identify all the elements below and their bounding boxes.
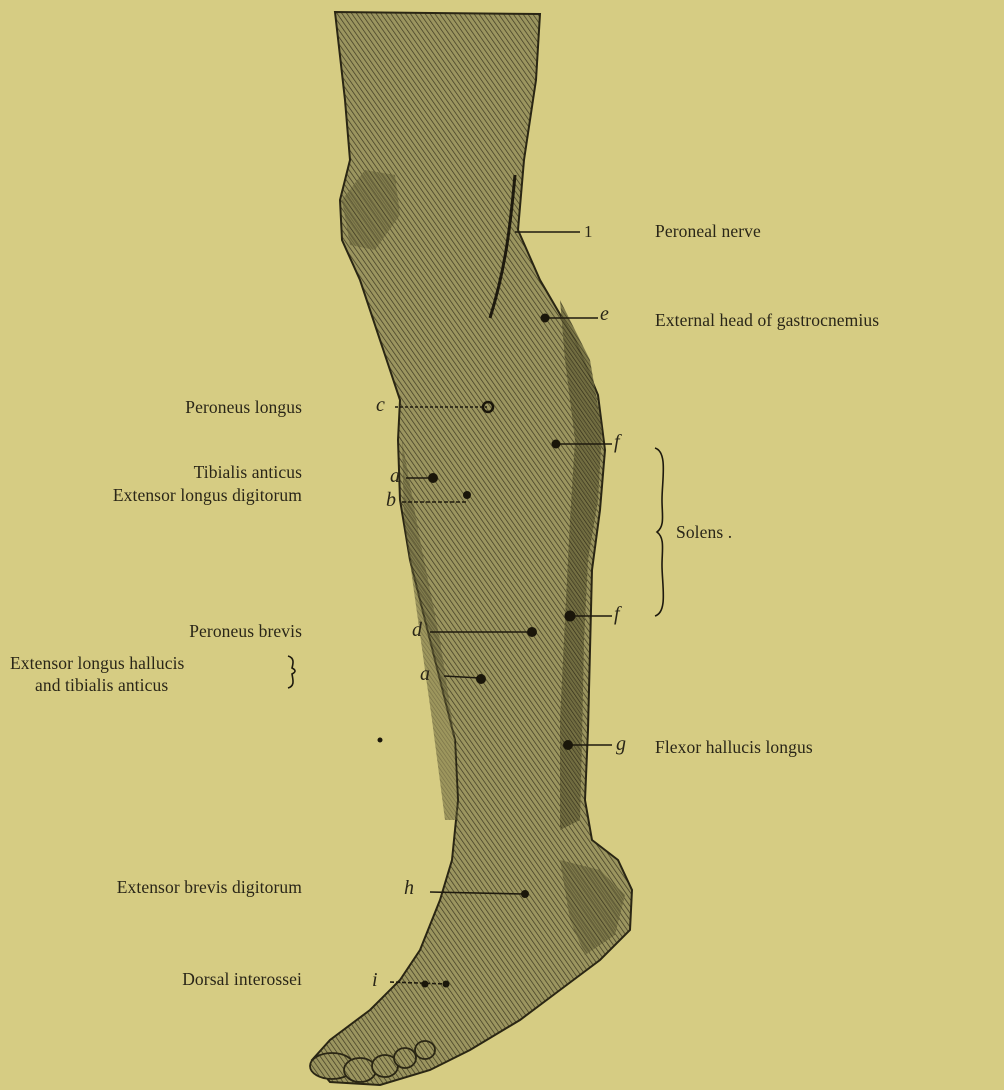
marker-d: d bbox=[412, 620, 422, 640]
label-peroneus-brevis: Peroneus brevis bbox=[189, 622, 302, 640]
point-a-lower bbox=[476, 674, 486, 684]
marker-b: b bbox=[386, 490, 396, 510]
point-f-upper bbox=[552, 440, 561, 449]
marker-f-lower: f bbox=[614, 604, 620, 624]
label-tibialis-anticus: Tibialis anticus bbox=[194, 463, 302, 481]
marker-a-upper: a bbox=[390, 466, 400, 486]
point-i-1 bbox=[422, 981, 429, 988]
marker-nerve-number: 1 bbox=[584, 222, 593, 242]
point-e bbox=[541, 314, 550, 323]
label-dorsal-interossei: Dorsal interossei bbox=[182, 970, 302, 988]
marker-f-upper: f bbox=[614, 432, 620, 452]
label-flexor-hallucis-longus: Flexor hallucis longus bbox=[655, 738, 813, 756]
label-solens: Solens . bbox=[676, 523, 732, 541]
point-d bbox=[527, 627, 537, 637]
marker-g: g bbox=[616, 734, 626, 754]
label-and-tibialis-anticus: and tibialis anticus bbox=[35, 676, 168, 694]
marker-h: h bbox=[404, 878, 414, 898]
label-external-head-gastrocnemius: External head of gastrocnemius bbox=[655, 311, 879, 329]
label-peroneus-longus: Peroneus longus bbox=[185, 398, 302, 416]
point-a-upper bbox=[428, 473, 438, 483]
label-peroneal-nerve: Peroneal nerve bbox=[655, 222, 761, 240]
marker-e: e bbox=[600, 304, 609, 324]
label-extensor-longus-digitorum: Extensor longus digitorum bbox=[113, 486, 302, 504]
marker-a-lower: a bbox=[420, 664, 430, 684]
point-i-2 bbox=[443, 981, 450, 988]
point-h bbox=[521, 890, 529, 898]
point-g bbox=[563, 740, 573, 750]
point-f-lower bbox=[565, 611, 576, 622]
label-extensor-longus-hallucis: Extensor longus hallucis bbox=[10, 654, 184, 672]
label-extensor-brevis-digitorum: Extensor brevis digitorum bbox=[117, 878, 302, 896]
stray-dot bbox=[378, 738, 383, 743]
point-b bbox=[463, 491, 471, 499]
marker-i: i bbox=[372, 970, 378, 990]
marker-c: c bbox=[376, 395, 385, 415]
